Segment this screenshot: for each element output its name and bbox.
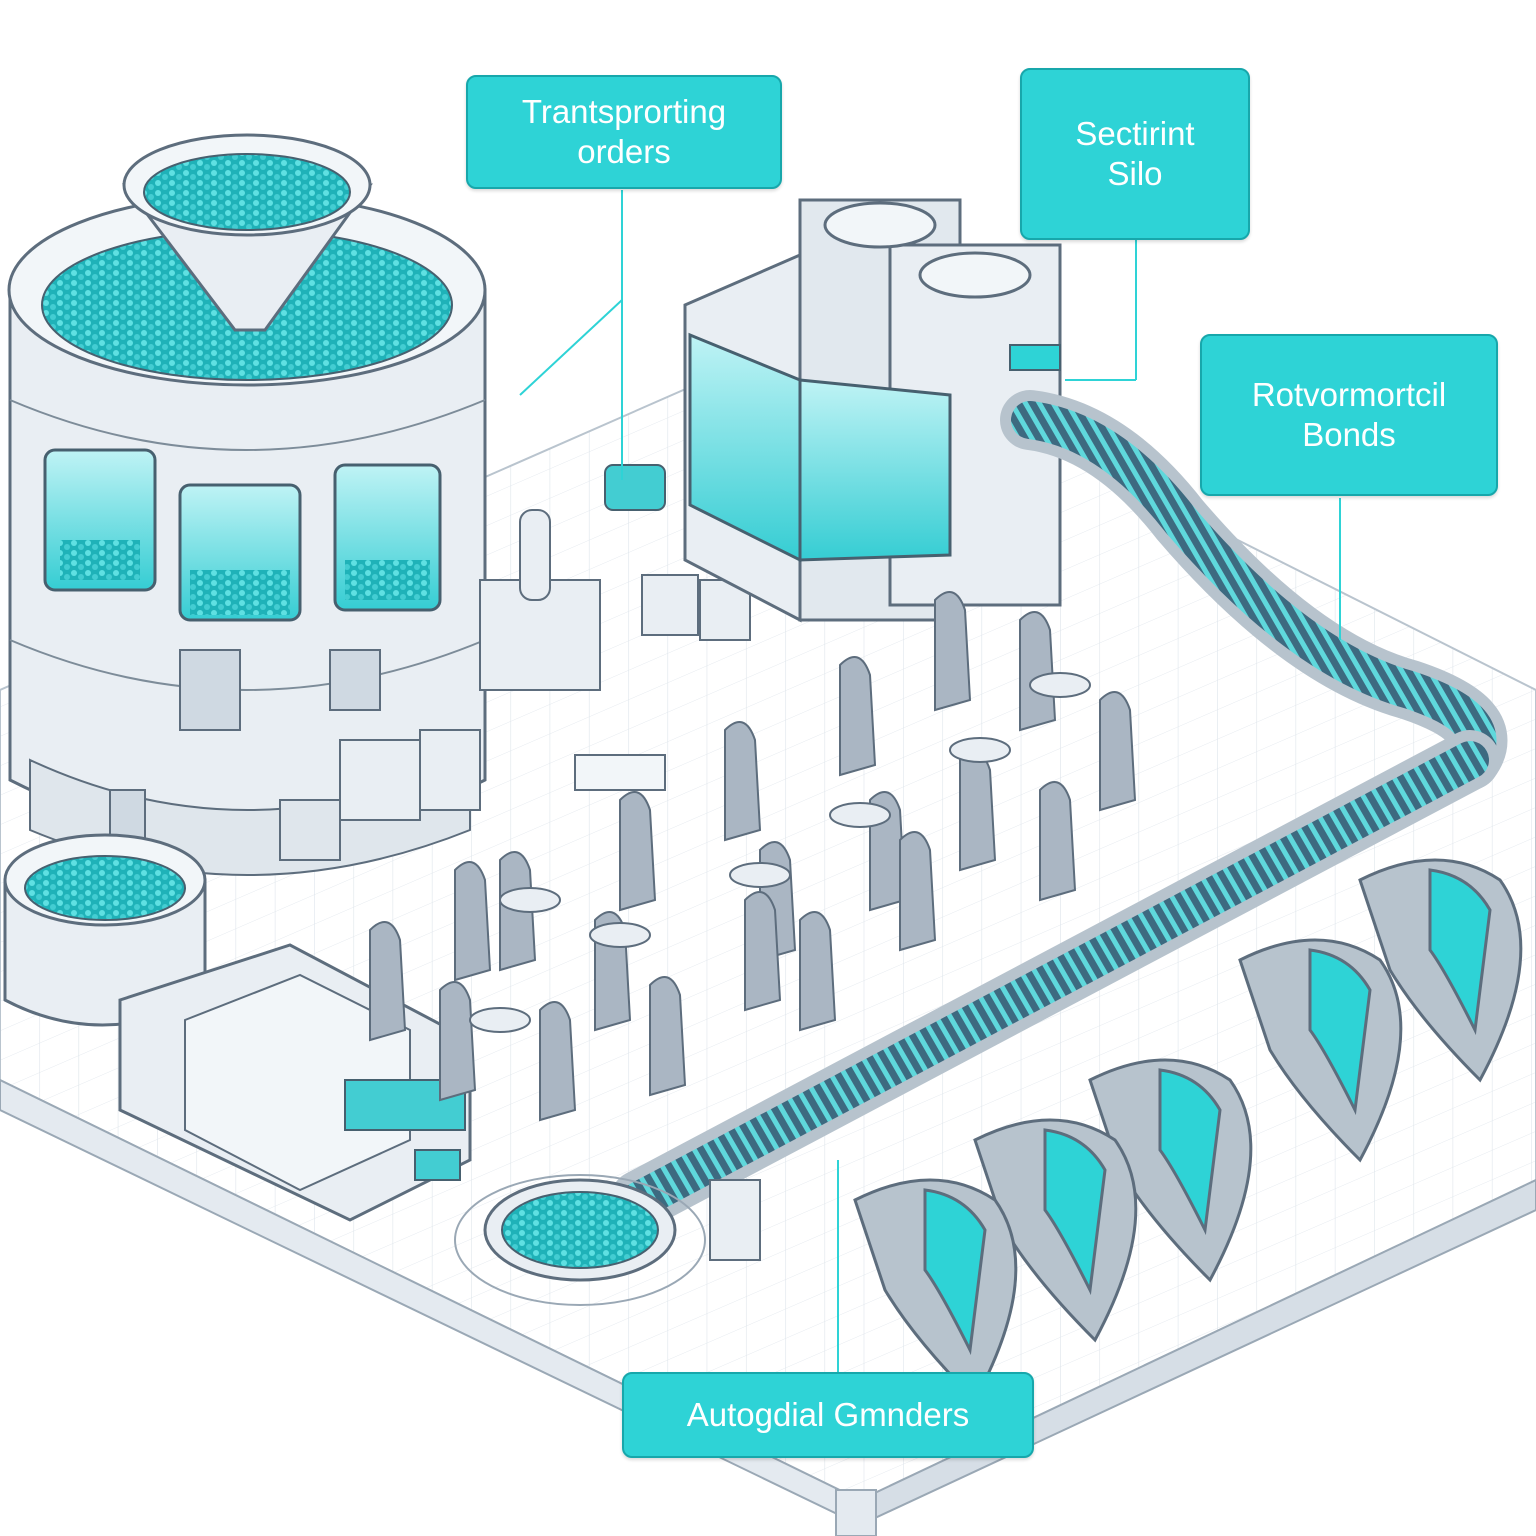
grinder-pods xyxy=(853,858,1523,1403)
incline-conveyor xyxy=(610,390,1508,1230)
callout-transporting-orders: Trantsprorting orders xyxy=(466,75,782,189)
callout-line: Autogdial Gmnders xyxy=(686,1395,970,1433)
seating-area xyxy=(369,591,1137,1122)
callout-leader-lines xyxy=(519,190,1341,1400)
silo-side-machines xyxy=(279,464,751,861)
callout-line: Silo xyxy=(1107,155,1163,192)
callout-line: Bonds xyxy=(1302,416,1396,453)
callout-line: Rotvormortcil xyxy=(1251,375,1447,413)
callout-line: Sectirint xyxy=(1075,114,1195,152)
callout-line: orders xyxy=(577,133,671,170)
callout-autogdial-gmnders: Autogdial Gmnders xyxy=(622,1372,1034,1458)
callout-sectirint-silo: Sectirint Silo xyxy=(1020,68,1250,240)
callout-rotvormortcil-bonds: Rotvormortcil Bonds xyxy=(1200,334,1498,496)
processing-building xyxy=(683,198,1062,623)
callout-line: Trantsprorting xyxy=(521,92,727,130)
bead-dish xyxy=(454,1174,761,1306)
